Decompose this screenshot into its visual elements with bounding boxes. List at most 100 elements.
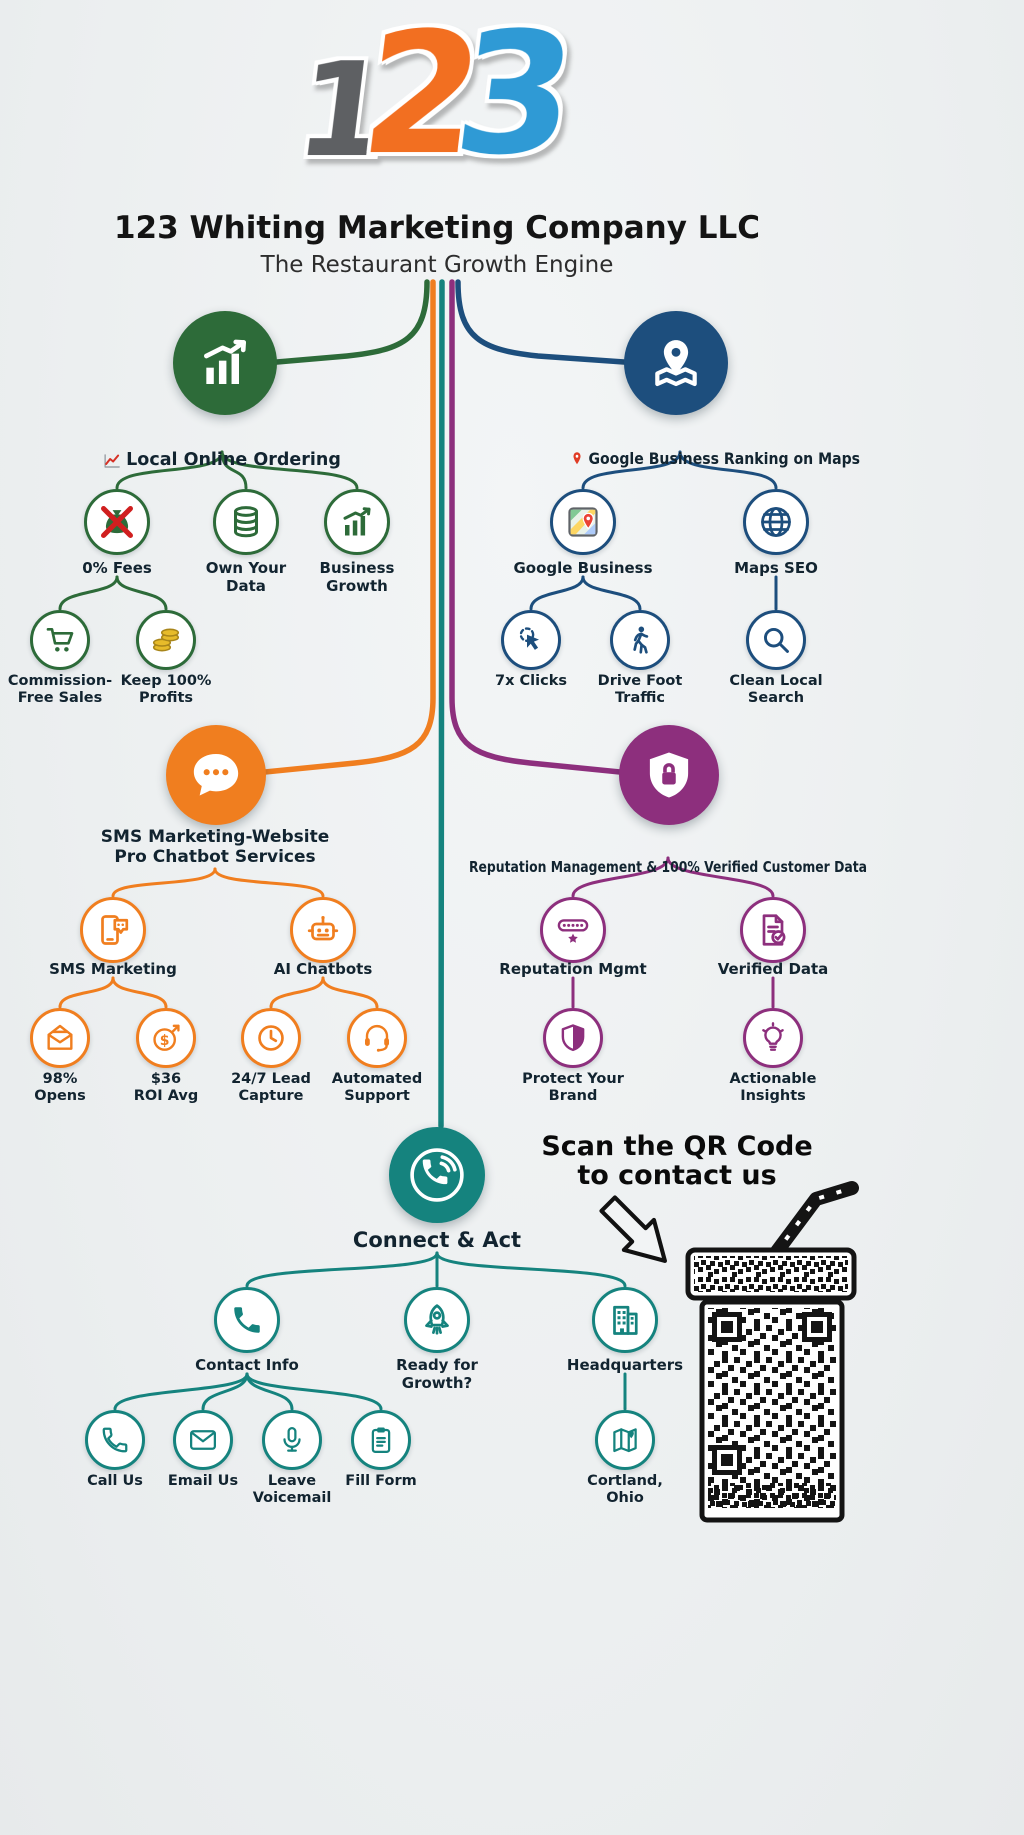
fill-form-node — [351, 1410, 411, 1470]
automated-support-node — [347, 1008, 407, 1068]
keep-profits-label: Keep 100% Profits — [120, 673, 212, 707]
contact-info-node — [214, 1287, 280, 1353]
voicemail-label: Leave Voicemail — [252, 1473, 332, 1507]
phone-icon — [234, 1307, 260, 1333]
qr-finder-patterns — [712, 1312, 832, 1475]
phone-waves-icon — [410, 1148, 464, 1202]
automated-support-label: Automated Support — [331, 1071, 423, 1105]
coins-icon — [152, 628, 180, 652]
foot-traffic-node — [610, 610, 670, 670]
maps-seo-label: Maps SEO — [734, 559, 818, 577]
sms-branch-node — [166, 725, 266, 825]
fees-node — [84, 489, 150, 555]
svg-text:$: $ — [160, 1033, 170, 1049]
reputation-branch-node — [619, 725, 719, 825]
commission-free-node — [30, 610, 90, 670]
maps-ranking-title: Google Business Ranking on Maps — [550, 430, 880, 471]
magnifier-icon — [764, 628, 789, 653]
local-ordering-node — [173, 311, 277, 415]
open-mail-icon — [47, 1024, 73, 1050]
location-node — [595, 1410, 655, 1470]
company-tagline: The Restaurant Growth Engine — [260, 252, 614, 278]
growth-chart-icon — [343, 507, 371, 536]
doc-check-icon — [762, 914, 786, 946]
roi-node: $ — [136, 1008, 196, 1068]
protect-brand-node — [543, 1008, 603, 1068]
company-title: 123 Whiting Marketing Company LLC — [113, 210, 761, 246]
cart-icon — [46, 628, 74, 652]
ready-growth-label: Ready for Growth? — [396, 1356, 478, 1392]
hand-drawn-arrow-icon — [599, 1195, 667, 1263]
business-growth-node — [324, 489, 390, 555]
fees-label: 0% Fees — [82, 559, 152, 577]
blue-connectors — [455, 279, 778, 611]
headquarters-label: Headquarters — [566, 1356, 684, 1374]
purple-connectors — [449, 279, 775, 1009]
roi-label: $36 ROI Avg — [133, 1071, 199, 1105]
opens-label: 98% Opens — [34, 1071, 86, 1105]
keep-profits-node — [136, 610, 196, 670]
microphone-icon — [283, 1427, 301, 1452]
headquarters-node — [592, 1287, 658, 1353]
ai-chatbots-label: AI Chatbots — [273, 960, 373, 978]
headset-agent-icon — [365, 1024, 389, 1052]
email-us-node — [173, 1410, 233, 1470]
green-connectors — [58, 279, 430, 611]
building-icon — [613, 1305, 638, 1335]
reputation-branch-title: Reputation Management & 100% Verified Cu… — [468, 857, 868, 876]
qr-code-cup-icon — [685, 1181, 859, 1523]
map-pin-icon — [655, 340, 697, 387]
maps-seo-node — [743, 489, 809, 555]
local-search-node — [746, 610, 806, 670]
fill-form-label: Fill Form — [345, 1473, 417, 1489]
star-badge-icon — [557, 919, 589, 943]
own-data-node — [213, 489, 279, 555]
clicks-node — [501, 610, 561, 670]
call-us-node — [85, 1410, 145, 1470]
folded-map-icon — [613, 1428, 637, 1453]
teal-connectors — [113, 279, 627, 1411]
local-search-label: Clean Local Search — [729, 673, 823, 707]
foot-traffic-label: Drive Foot Traffic — [597, 673, 683, 707]
phone-sms-icon — [101, 915, 129, 945]
lead-capture-label: 24/7 Lead Capture — [231, 1071, 311, 1105]
commission-free-label: Commission- Free Sales — [7, 673, 113, 707]
verified-data-label: Verified Data — [717, 960, 829, 978]
opens-node — [30, 1008, 90, 1068]
own-data-label: Own Your Data — [205, 559, 287, 595]
rocket-icon — [425, 1304, 449, 1335]
growth-bars-icon — [204, 339, 247, 384]
clipboard-icon — [371, 1427, 391, 1453]
connect-act-node — [389, 1127, 485, 1223]
logo: 1 2 3 — [289, 0, 587, 192]
qr-heading: Scan the QR Code to contact us — [541, 1131, 813, 1192]
insights-label: Actionable Insights — [729, 1071, 817, 1105]
chat-bubble-icon — [193, 754, 239, 796]
shield-icon — [561, 1024, 585, 1052]
email-us-label: Email Us — [167, 1473, 239, 1489]
red-pin-icon — [573, 451, 581, 464]
tap-click-icon — [519, 627, 539, 650]
connect-act-title: Connect & Act — [352, 1228, 522, 1252]
google-business-node — [550, 489, 616, 555]
protect-brand-label: Protect Your Brand — [522, 1071, 624, 1105]
insights-node — [743, 1008, 803, 1068]
lightbulb-icon — [762, 1022, 784, 1051]
sms-branch-title: SMS Marketing-Website Pro Chatbot Servic… — [100, 827, 330, 868]
phone-icon — [102, 1427, 128, 1453]
reputation-mgmt-label: Reputation Mgmt — [499, 960, 647, 978]
line-chart-icon — [104, 453, 120, 468]
no-fees-icon — [101, 506, 133, 538]
location-label: Cortland, Ohio — [587, 1473, 663, 1507]
voicemail-node — [262, 1410, 322, 1470]
verified-data-node — [740, 897, 806, 963]
local-ordering-title: Local Online Ordering — [103, 429, 341, 476]
contact-info-label: Contact Info — [195, 1356, 299, 1374]
walking-person-icon — [633, 626, 649, 654]
clicks-label: 7x Clicks — [495, 673, 567, 689]
ready-growth-node — [404, 1287, 470, 1353]
orange-connectors — [58, 279, 436, 1009]
maps-ranking-node — [624, 311, 728, 415]
